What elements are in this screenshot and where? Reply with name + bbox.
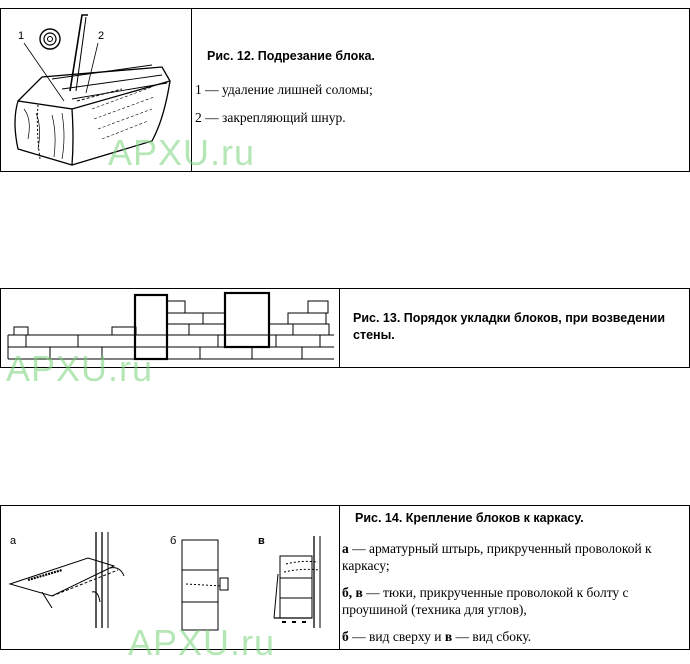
figure-14-item-3-term2: в	[444, 629, 453, 644]
figure-14-item-1: а — арматурный штырь, прикрученный прово…	[342, 540, 686, 574]
figure-14-label-b: б	[170, 535, 176, 547]
figure-14-label-a: а	[10, 535, 17, 547]
figure-14-item-3-term: б	[342, 629, 349, 644]
figure-13-title: Рис. 13. Порядок укладки блоков, при воз…	[353, 311, 666, 342]
figure-12-illustration: 1 2	[14, 14, 171, 166]
figure-12-item-2: 2 — закрепляющий шнур.	[195, 110, 346, 125]
figure-13-illustration	[7, 291, 334, 361]
watermark: APXU.ru	[108, 132, 256, 173]
figure-14-item-1-text: — арматурный штырь, прикрученный проволо…	[342, 541, 652, 573]
figure-12-panel: 1 2 Рис. 12. Подрезание блока. 1 — удале…	[0, 8, 690, 172]
figure-14-item-3-text2: — вид сбоку.	[452, 629, 532, 644]
figure-14-item-2: б, в — тюки, прикрученные проволокой к б…	[342, 584, 686, 618]
figure-12-label-1: 1	[18, 30, 24, 42]
figure-14-title: Рис. 14. Крепление блоков к каркасу.	[355, 511, 584, 525]
figure-14-label-v: в	[258, 535, 265, 547]
figure-14-item-1-term: а	[342, 541, 349, 556]
figure-12-label-2: 2	[98, 30, 104, 42]
figure-12-item-1: 1 — удаление лишней соломы;	[195, 82, 373, 97]
figure-12-title: Рис. 12. Подрезание блока.	[207, 49, 375, 63]
figure-14-divider	[339, 506, 340, 649]
figure-13-panel: Рис. 13. Порядок укладки блоков, при воз…	[0, 288, 690, 368]
figure-14-illustration: а б в	[8, 532, 321, 631]
figure-13-divider	[339, 289, 340, 367]
figure-14-item-2-text: — тюки, прикрученные проволокой к болту …	[342, 585, 629, 617]
figure-12-divider	[191, 9, 192, 171]
watermark: APXU.ru	[6, 348, 154, 389]
figure-14-item-2-term: б, в	[342, 585, 363, 600]
watermark: APXU.ru	[128, 622, 276, 663]
figure-14-panel: а б в Рис. 14. Крепление блоков к каркас…	[0, 505, 690, 650]
figure-14-item-3: б — вид сверху и в — вид сбоку.	[342, 628, 686, 645]
figure-14-item-3-text: — вид сверху и	[348, 629, 445, 644]
